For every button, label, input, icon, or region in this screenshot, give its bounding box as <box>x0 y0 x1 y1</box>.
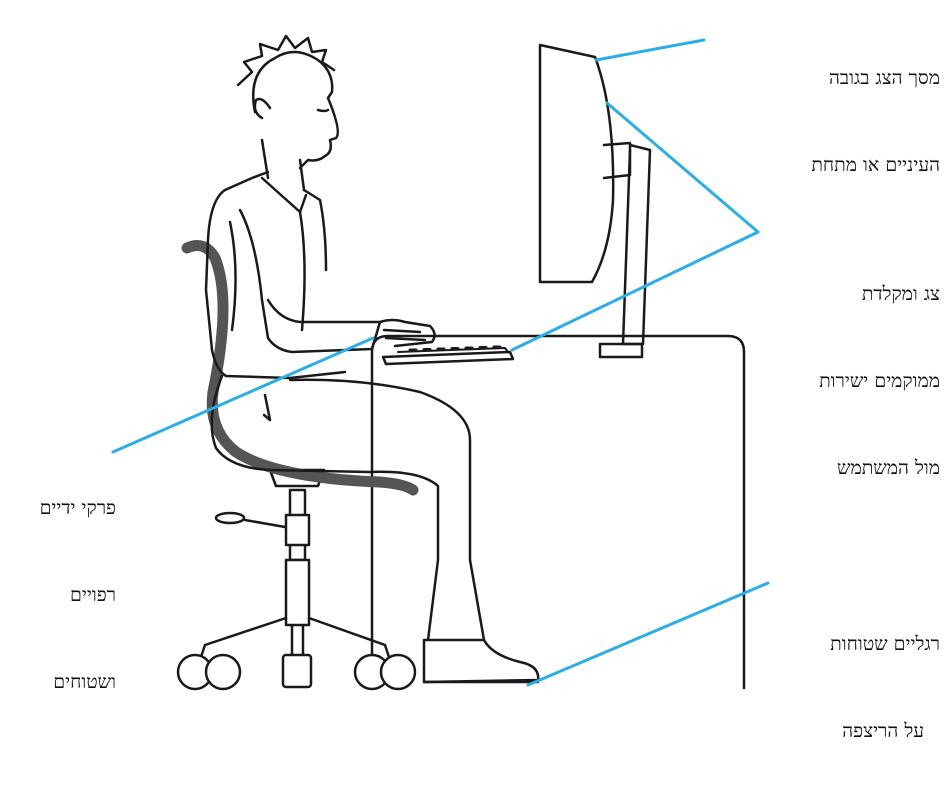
label-eye-level-line-2: העיניים או מתחת <box>811 151 940 180</box>
person-head <box>238 36 338 190</box>
label-monitor-keyboard-line-1: צג ומקלדת <box>819 280 940 309</box>
label-eye-level: מסך הצג בגובה העיניים או מתחת <box>811 6 940 238</box>
label-feet-line-2: על הריצפה <box>830 717 940 746</box>
chair-base <box>178 470 415 689</box>
leader-line-feet <box>528 583 768 685</box>
label-wrists-line-1: פרקי ידיים <box>12 494 116 523</box>
keyboard <box>383 347 513 364</box>
label-eye-level-line-1: מסך הצג בגובה <box>811 64 940 93</box>
leader-line-keyboard <box>512 232 758 350</box>
label-monitor-keyboard: צג ומקלדת ממוקמים ישירות מול המשתמש <box>819 222 940 541</box>
ergonomics-diagram: מסך הצג בגובה העיניים או מתחת צג ומקלדת … <box>0 0 949 693</box>
label-wrists: פרקי ידיים רפויים ושטוחים <box>12 436 116 755</box>
illustration <box>0 0 949 693</box>
leader-line-wrists <box>113 338 373 452</box>
person-legs <box>212 376 484 640</box>
label-monitor-keyboard-line-3: מול המשתמש <box>819 454 940 483</box>
label-feet: רגליים שטוחות על הריצפה <box>830 572 940 804</box>
person-shoes <box>424 640 538 682</box>
label-monitor-keyboard-line-2: ממוקמים ישירות <box>819 367 940 396</box>
leader-line-eye-level <box>596 40 704 60</box>
label-feet-line-1: רגליים שטוחות <box>830 630 940 659</box>
label-wrists-line-2: רפויים <box>12 581 116 610</box>
person-arms <box>240 210 435 352</box>
